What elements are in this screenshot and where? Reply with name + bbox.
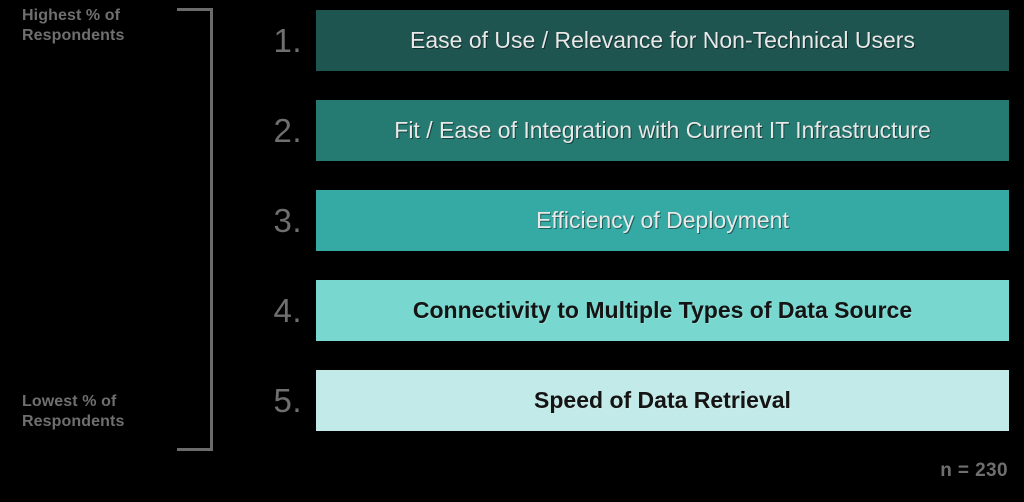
axis-caption-highest-line2: Respondents [22, 27, 125, 44]
rank-bar-label: Fit / Ease of Integration with Current I… [394, 117, 931, 143]
axis-caption-lowest-line2: Respondents [22, 413, 125, 430]
rank-range-bracket [177, 8, 213, 451]
ranked-item-row: 3. Efficiency of Deployment [0, 190, 1024, 251]
axis-caption-highest: Highest % of Respondents [22, 6, 172, 46]
rank-bar[interactable]: Efficiency of Deployment [316, 190, 1009, 251]
rank-bar-label: Efficiency of Deployment [536, 207, 789, 233]
ranked-item-row: 5. Speed of Data Retrieval [0, 370, 1024, 431]
ranked-item-row: 2. Fit / Ease of Integration with Current… [0, 100, 1024, 161]
rank-number: 4. [273, 291, 302, 329]
axis-caption-lowest-line1: Lowest % of [22, 393, 117, 410]
rank-bar-label: Speed of Data Retrieval [534, 387, 791, 413]
axis-caption-lowest: Lowest % of Respondents [22, 392, 172, 432]
ranked-item-row: 4. Connectivity to Multiple Types of Data… [0, 280, 1024, 341]
rank-bar[interactable]: Fit / Ease of Integration with Current I… [316, 100, 1009, 161]
rank-number: 3. [273, 201, 302, 239]
rank-bar[interactable]: Speed of Data Retrieval [316, 370, 1009, 431]
axis-caption-highest-line1: Highest % of [22, 7, 121, 24]
rank-bar-label: Ease of Use / Relevance for Non-Technica… [410, 27, 915, 53]
rank-bar-label: Connectivity to Multiple Types of Data S… [412, 297, 913, 323]
ranked-item-row: 1. Ease of Use / Relevance for Non-Techni… [0, 10, 1024, 71]
rank-number: 5. [273, 381, 302, 419]
rank-number: 2. [273, 111, 302, 149]
rank-bar[interactable]: Ease of Use / Relevance for Non-Technica… [316, 10, 1009, 71]
rank-number: 1. [273, 21, 302, 59]
sample-size-footnote: n = 230 [940, 460, 1008, 481]
rank-bar[interactable]: Connectivity to Multiple Types of Data S… [316, 280, 1009, 341]
